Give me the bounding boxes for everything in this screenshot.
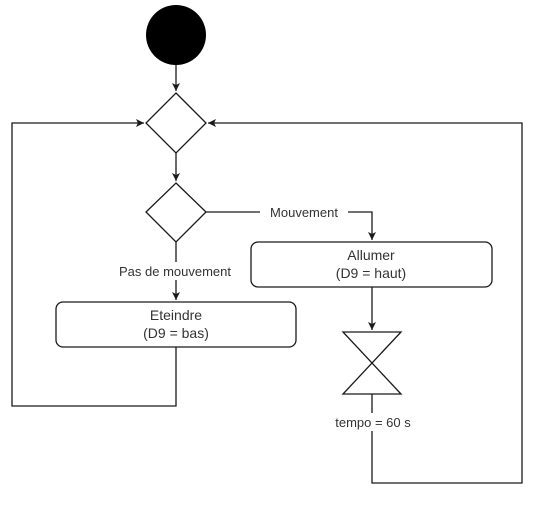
edge-timer-to-merge bbox=[208, 119, 523, 484]
edge-label-pas-de-mouvement: Pas de mouvement bbox=[119, 264, 231, 279]
edge-label-mouvement-bg bbox=[260, 203, 348, 221]
action-allumer-line1: Allumer bbox=[347, 247, 395, 263]
start-node bbox=[146, 5, 206, 65]
decision-node bbox=[145, 182, 207, 243]
timer-label-bg bbox=[320, 413, 426, 431]
edge-label-mouvement: Mouvement bbox=[270, 205, 338, 220]
action-allumer-line2: (D9 = haut) bbox=[336, 265, 406, 281]
action-eteindre-line1: Eteindre bbox=[150, 307, 202, 323]
edge-eteindre-to-merge bbox=[11, 119, 177, 407]
timer-hourglass-icon bbox=[341, 331, 403, 395]
timer-label: tempo = 60 s bbox=[335, 415, 411, 430]
edge-label-pas-de-mouvement-bg bbox=[104, 262, 247, 280]
action-eteindre-line2: (D9 = bas) bbox=[143, 325, 209, 341]
merge-node bbox=[145, 92, 207, 154]
